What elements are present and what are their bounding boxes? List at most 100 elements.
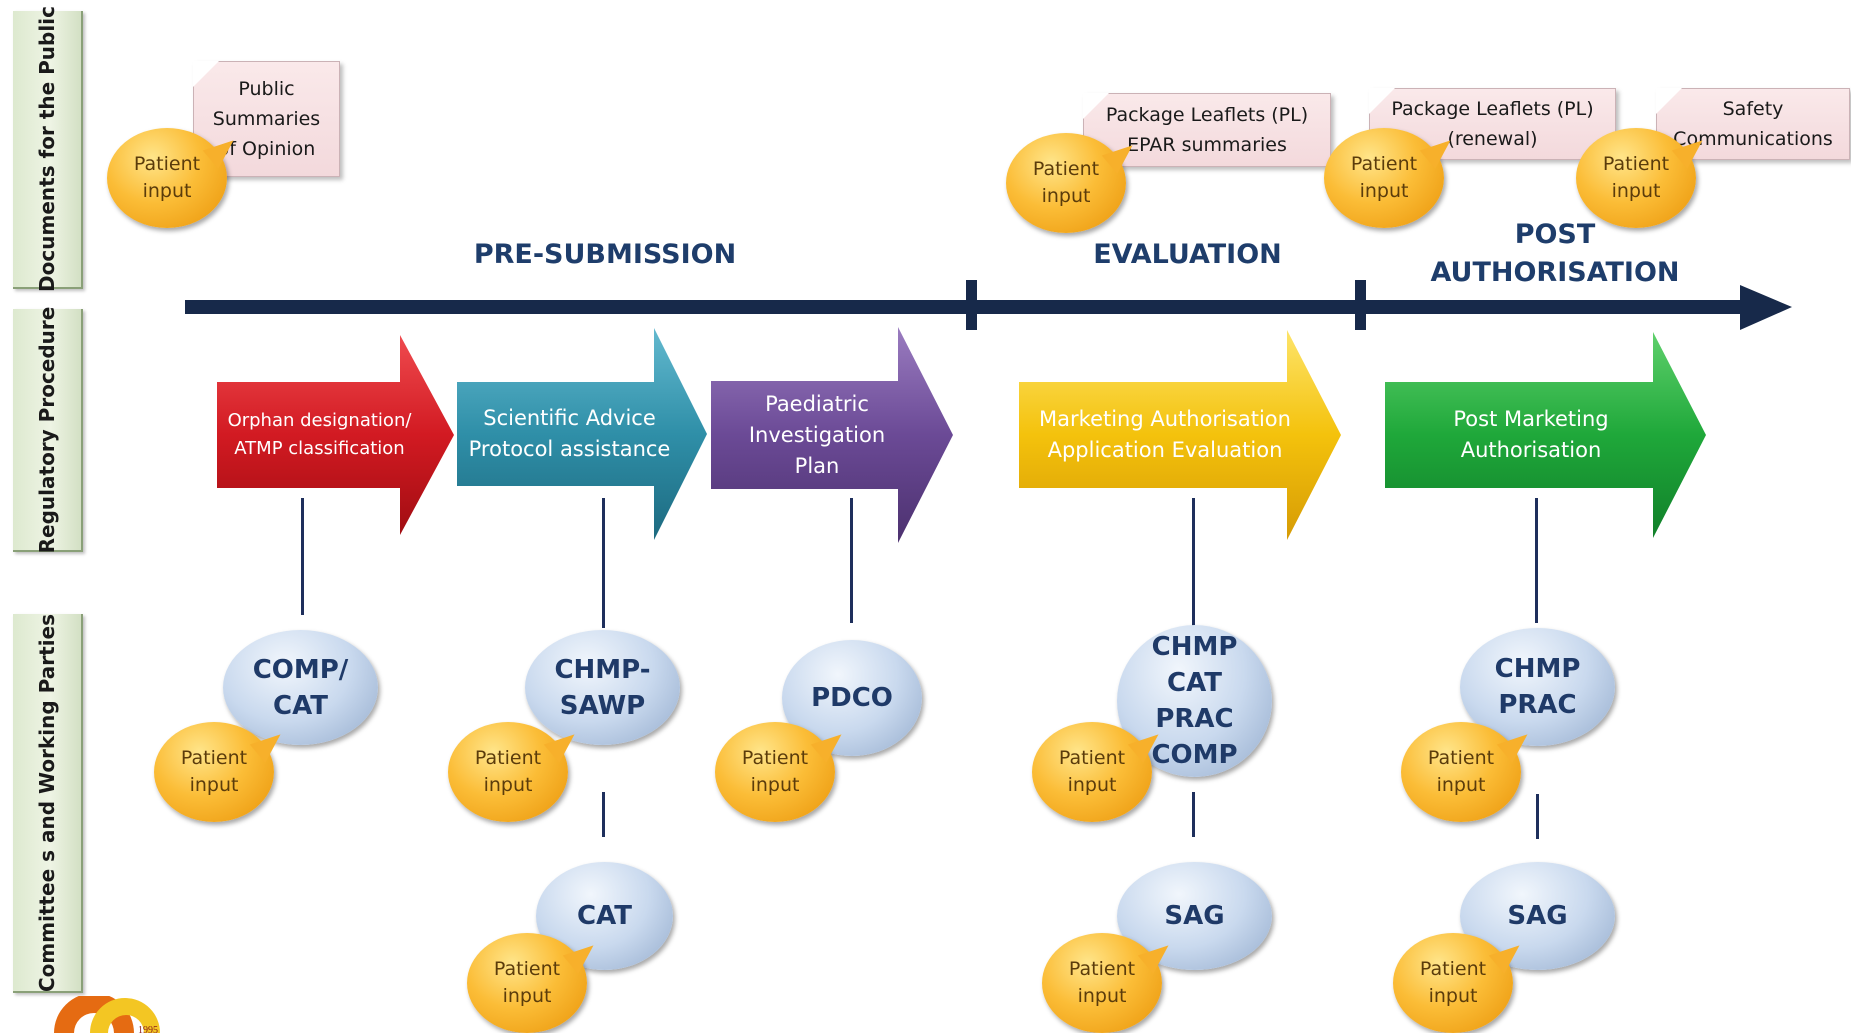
patient-input-line2: input [142,180,192,202]
committee-sag-evaluation-line1: SAG [1164,901,1225,931]
process-paediatric-line3: Plan [794,453,840,478]
process-scientific-advice: Scientific Advice Protocol assistance [457,328,707,540]
patient-input-line2: input [1436,774,1486,796]
patient-input-line2: input [1428,985,1478,1007]
side-label-committees: Committee s and Working Parties [13,613,83,993]
timeline-arrow [185,280,1792,330]
process-post-marketing: Post Marketing Authorisation [1385,332,1706,538]
patient-input-line2: input [1077,985,1127,1007]
phase-pre-submission-label: PRE-SUBMISSION [473,239,737,270]
patient-input-bubble: Patient input [467,933,587,1033]
phase-evaluation-label: EVALUATION [1093,239,1282,270]
patient-input-line2: input [1611,180,1661,202]
timeline-divider-2 [1355,280,1366,330]
doc-public-summaries-line2: Summaries [212,108,321,130]
side-label-documents: Documents for the Public [13,6,83,292]
process-marketing-text: Marketing Authorisation Application Eval… [1019,382,1311,488]
committee-chmp-cat-prac-comp-line3: PRAC [1155,704,1234,734]
process-post-marketing-line1: Post Marketing [1453,407,1609,431]
phase-evaluation: EVALUATION [1060,236,1315,274]
patient-input-bubble: Patient input [1324,128,1444,228]
patient-input-line1: Patient [1427,747,1495,769]
process-orphan-text: Orphan designation/ ATMP classification [217,382,422,488]
process-orphan-shape [217,335,454,535]
process-post-marketing-line2: Authorisation [1460,438,1602,462]
phase-pre-submission: PRE-SUBMISSION [460,236,750,274]
patient-input-bubble: Patient input [1393,933,1513,1033]
patient-input-line1: Patient [493,958,561,980]
committee-chmp-sawp-line2: SAWP [559,690,646,721]
process-paediatric: Paediatric Investigation Plan [711,327,953,543]
connector-scientific [602,498,605,628]
process-marketing-authorisation: Marketing Authorisation Application Eval… [1019,330,1341,540]
side-label-committees-text: Committee s and Working Parties [35,613,59,992]
connector-marketing [1192,498,1195,626]
patient-input-line2: input [750,774,800,796]
patient-input-bubble: Patient input [107,128,227,228]
patient-input-bubble: Patient input [715,722,835,822]
patient-input-bubble: Patient input [1576,128,1696,228]
patient-input-line1: Patient [1032,158,1100,180]
connector-post-marketing [1535,498,1538,623]
patient-input-line2: input [1359,180,1409,202]
doc-pl-epar-line2: EPAR summaries [1127,134,1287,156]
committee-pdco-line1: PDCO [811,683,893,713]
doc-pl-epar-line1: Package Leaflets (PL) [1105,104,1309,126]
process-scientific-shape [457,328,707,540]
patient-input-line2: input [483,774,533,796]
committee-chmp-sawp: CHMP- SAWP [525,630,680,745]
committee-chmp-prac-line2: PRAC [1498,690,1577,720]
doc-public-summaries-line1: Public [238,78,295,100]
process-post-marketing-shape [1385,332,1706,538]
process-paediatric-line1: Paediatric [765,391,869,416]
doc-public-summaries-line3: of Opinion [217,138,316,160]
doc-public-summaries: Public Summaries of Opinion [193,61,340,177]
process-marketing-line2: Application Evaluation [1047,438,1283,462]
phase-post-line1: POST [1514,219,1596,250]
committee-comp-cat-line1: COMP/ [252,654,349,685]
patient-input-line1: Patient [474,747,542,769]
process-scientific-line2: Protocol assistance [468,437,671,461]
committee-comp-cat-line2: CAT [273,690,328,721]
logo-year: 1995 [138,1025,158,1033]
patient-input-line1: Patient [1419,958,1487,980]
process-orphan-line2: ATMP classification [234,438,405,459]
patient-input-bubble: Patient input [1401,722,1521,822]
process-marketing-shape [1019,330,1341,540]
patient-input-line1: Patient [1350,153,1418,175]
connector-post-marketing-lower [1536,794,1539,839]
patient-input-line2: input [1041,185,1091,207]
committee-chmp-cat-prac-comp-line2: CAT [1167,668,1222,698]
patient-input-line2: input [1067,774,1117,796]
patient-input-line1: Patient [1068,958,1136,980]
committee-chmp-cat-prac-comp-line1: CHMP [1151,632,1238,662]
patient-input-line1: Patient [180,747,248,769]
doc-pl-renewal: Package Leaflets (PL) (renewal) [1369,88,1616,160]
patient-input-bubble: Patient input [1032,722,1152,822]
timeline-arrow-tip [1740,285,1792,330]
committee-chmp-prac-line1: CHMP [1494,654,1581,684]
timeline-bar [185,300,1775,314]
committee-sag-post-line1: SAG [1507,901,1568,931]
committee-chmp-sawp-line1: CHMP- [554,654,651,685]
doc-safety-line1: Safety [1722,98,1784,120]
phase-post-line2: AUTHORISATION [1430,257,1680,288]
logo-icon: 1995 [54,996,160,1033]
process-paediatric-text: Paediatric Investigation Plan [711,381,923,489]
connector-orphan [301,498,304,615]
process-paediatric-shape [711,327,953,543]
patient-input-line2: input [502,985,552,1007]
committee-comp-cat: COMP/ CAT [223,630,378,745]
process-marketing-line1: Marketing Authorisation [1039,407,1291,431]
doc-pl-renewal-line1: Package Leaflets (PL) [1391,98,1594,120]
process-scientific-line1: Scientific Advice [483,406,656,430]
phase-post-authorisation: POST AUTHORISATION [1400,216,1710,292]
process-scientific-text: Scientific Advice Protocol assistance [457,382,682,486]
timeline-divider-1 [966,280,977,330]
side-label-regulatory: Regulatory Procedure [13,306,83,553]
patient-input-bubble: Patient input [154,722,274,822]
side-label-regulatory-text: Regulatory Procedure [35,306,59,553]
committee-cat-line1: CAT [577,901,632,931]
process-paediatric-line2: Investigation [748,422,886,447]
patient-input-line1: Patient [133,153,201,175]
